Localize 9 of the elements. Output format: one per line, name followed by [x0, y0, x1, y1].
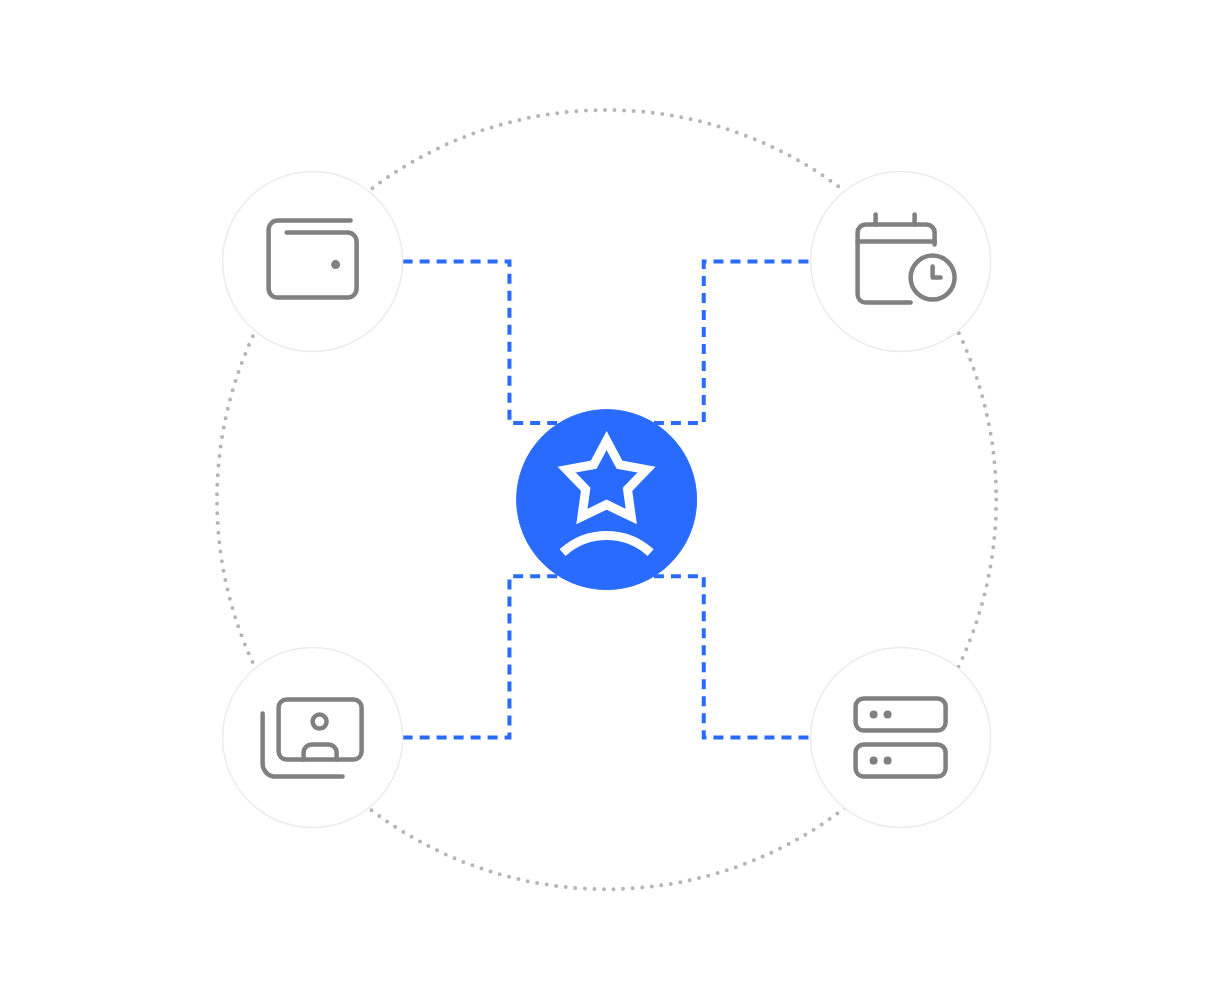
dashed-connector — [403, 260, 560, 426]
icon-circle — [810, 171, 992, 353]
hub-circle — [516, 409, 698, 591]
icon-circle — [222, 647, 404, 829]
dashed-connector — [654, 260, 811, 426]
icon-circle — [810, 647, 992, 829]
dashed-connector — [403, 574, 560, 740]
dashed-connector — [654, 574, 811, 740]
icon-circle — [222, 171, 404, 353]
